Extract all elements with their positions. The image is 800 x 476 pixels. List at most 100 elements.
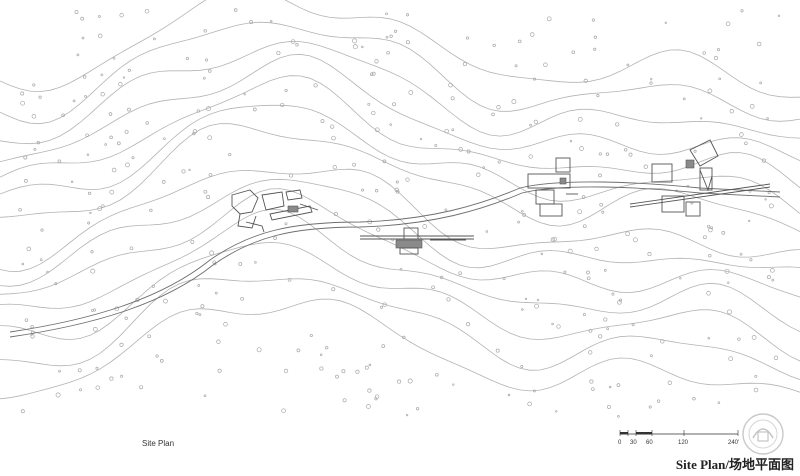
tree-marker xyxy=(374,127,380,133)
tree-marker xyxy=(97,33,103,39)
tree-marker xyxy=(58,369,61,373)
tree-marker xyxy=(395,180,399,184)
tree-marker xyxy=(713,56,718,61)
tree-marker xyxy=(38,95,42,99)
tree-marker xyxy=(288,173,294,178)
tree-marker xyxy=(90,250,94,254)
tree-marker xyxy=(280,102,285,108)
tree-marker xyxy=(342,398,347,403)
tree-marker xyxy=(200,304,205,309)
tree-marker xyxy=(197,284,201,287)
tree-marker xyxy=(309,333,313,338)
tree-marker xyxy=(381,344,386,348)
tree-marker xyxy=(119,13,124,18)
tree-marker xyxy=(517,39,522,44)
tree-marker xyxy=(163,137,166,140)
tree-marker xyxy=(511,99,517,105)
tree-marker xyxy=(276,50,281,56)
tree-marker xyxy=(112,56,116,60)
tree-marker xyxy=(768,203,774,209)
tree-marker xyxy=(109,189,115,195)
drawing-label: Site Plan xyxy=(142,439,175,448)
tree-marker xyxy=(284,88,288,92)
scale-tick-60: 60 xyxy=(646,440,653,446)
tree-marker xyxy=(233,8,238,12)
tree-marker xyxy=(366,404,371,409)
tree-marker xyxy=(84,94,87,98)
tree-marker xyxy=(717,48,720,52)
tree-marker xyxy=(586,270,590,275)
tree-marker xyxy=(700,117,703,120)
tree-marker xyxy=(208,69,212,73)
tree-marker xyxy=(405,13,410,17)
tree-marker xyxy=(206,195,211,199)
tree-marker xyxy=(190,239,195,244)
tree-marker xyxy=(650,78,653,81)
tree-marker xyxy=(87,221,91,225)
tree-marker xyxy=(598,173,602,178)
tree-marker xyxy=(444,208,448,212)
tree-marker xyxy=(127,107,131,112)
tree-marker xyxy=(497,160,501,164)
tree-marker xyxy=(23,155,28,160)
tree-marker xyxy=(361,188,365,192)
tree-marker xyxy=(100,73,104,77)
tree-marker xyxy=(596,94,600,98)
contour-line xyxy=(0,75,800,189)
tree-marker xyxy=(151,284,155,288)
tree-marker xyxy=(159,359,164,363)
tree-marker xyxy=(520,365,524,368)
tree-marker xyxy=(287,277,292,282)
tree-marker xyxy=(85,133,89,137)
contour-line xyxy=(0,278,800,380)
tree-marker xyxy=(491,112,495,117)
tree-marker xyxy=(214,291,218,295)
tree-marker xyxy=(31,114,37,119)
tree-marker xyxy=(374,189,379,193)
scale-tick-120: 120 xyxy=(678,440,689,446)
tree-marker xyxy=(254,261,257,264)
tree-marker xyxy=(766,275,771,280)
tree-marker xyxy=(773,355,779,360)
tree-marker xyxy=(55,392,61,398)
tree-marker xyxy=(335,374,339,379)
tree-marker xyxy=(533,77,536,81)
tree-marker xyxy=(203,29,207,33)
tree-marker xyxy=(737,337,741,341)
tree-marker xyxy=(599,202,604,207)
tree-marker xyxy=(204,58,209,62)
tree-marker xyxy=(582,224,587,229)
tree-marker xyxy=(693,149,697,153)
tree-marker xyxy=(631,323,635,327)
tree-marker xyxy=(361,45,364,49)
tree-marker xyxy=(95,385,101,390)
building-cluster-far-east xyxy=(629,139,771,217)
tree-marker xyxy=(319,353,323,357)
tree-marker xyxy=(502,277,506,280)
tree-marker xyxy=(394,187,400,193)
scale-tick-30: 30 xyxy=(630,440,637,446)
tree-marker xyxy=(352,44,358,50)
tree-marker xyxy=(24,318,29,322)
tree-marker xyxy=(552,236,558,242)
tree-marker xyxy=(77,368,82,373)
tree-marker xyxy=(476,172,481,177)
tree-marker xyxy=(124,316,128,320)
tree-marker xyxy=(195,311,199,315)
tree-marker xyxy=(395,189,400,194)
tree-marker xyxy=(431,285,435,290)
tree-marker xyxy=(706,291,711,296)
tree-marker xyxy=(108,112,113,116)
tree-marker xyxy=(125,162,130,168)
tree-marker xyxy=(452,383,455,386)
tree-marker xyxy=(389,123,392,126)
contour-lines xyxy=(0,0,800,400)
tree-marker xyxy=(331,287,336,292)
tree-marker xyxy=(155,354,159,358)
tree-marker xyxy=(777,14,781,17)
tree-marker xyxy=(295,43,299,47)
tree-marker xyxy=(632,237,638,243)
tree-marker xyxy=(82,75,87,79)
scale-tick-240: 240' xyxy=(728,440,739,446)
tree-marker xyxy=(376,227,381,232)
